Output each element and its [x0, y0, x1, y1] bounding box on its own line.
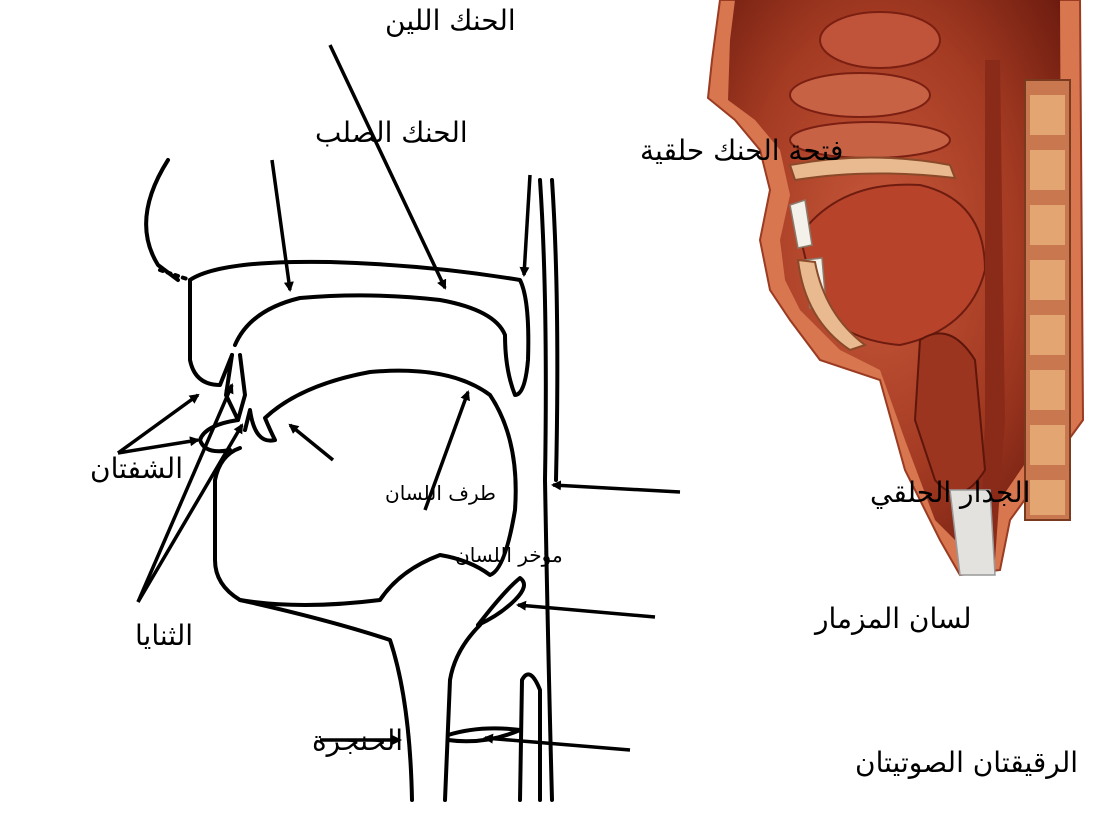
arrow-hard-palate: [272, 160, 290, 290]
label-lips: الشفتان: [90, 452, 183, 485]
label-epiglottis: لسان المزمار: [813, 602, 972, 635]
cervical-spine: [1025, 80, 1070, 520]
larynx-inner-wall: [445, 625, 480, 800]
label-incisors: الثنايا: [135, 619, 193, 652]
label-tongue-tip: طرف اللسان: [385, 481, 496, 505]
nasal-concha-upper: [820, 12, 940, 68]
arrow-pharyngeal-wall: [553, 485, 680, 492]
epiglottis-outline: [478, 578, 524, 625]
arrow-lips-upper: [118, 395, 198, 453]
arrow-vocal-cords: [485, 738, 630, 750]
label-vocal-cords: الرقيقتان الصوتيتان: [855, 746, 1078, 779]
label-larynx: الحنجرة: [312, 724, 403, 757]
label-hard-palate: الحنك الصلب: [315, 116, 468, 149]
incisors-outline: [226, 355, 245, 420]
label-soft-palate: الحنك اللين: [385, 4, 516, 37]
arrow-epiglottis: [518, 605, 655, 617]
pointer-arrows: [118, 45, 680, 750]
larynx-front-wall: [240, 600, 412, 800]
pharyngeal-wall-inner: [552, 180, 557, 480]
label-pharyngeal-wall: الجدار الحلقي: [870, 476, 1030, 509]
label-pharyngeal-opening: فتحة الحنك حلقية: [640, 134, 843, 167]
nasal-concha-middle: [790, 73, 930, 117]
label-tongue-back: مؤخر اللسان: [455, 543, 563, 567]
arrow-tongue-tip: [290, 425, 333, 460]
nose-outline: [146, 160, 178, 280]
arrow-soft-palate: [330, 45, 445, 288]
upper-lip-outline: [190, 280, 232, 385]
arrow-pharyngeal-opening: [524, 175, 530, 275]
arytenoid-outline: [520, 674, 540, 800]
